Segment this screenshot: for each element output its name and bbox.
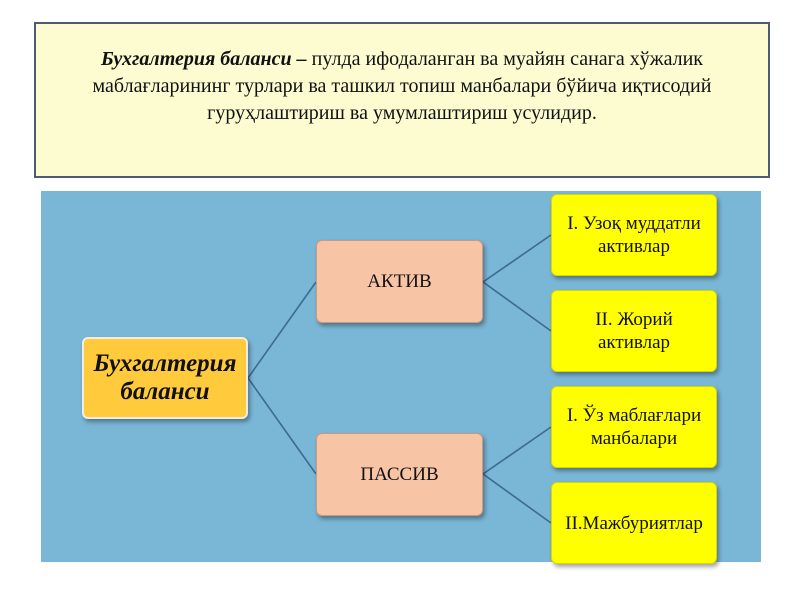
node-long-term-assets-line2: активлар xyxy=(597,236,670,257)
node-current-assets-line2: активлар xyxy=(597,332,671,353)
node-balance-sheet: Бухгалтерия баланси xyxy=(82,337,248,419)
connector-passiv-leaf4 xyxy=(482,473,552,524)
node-long-term-assets-line1: I. Узоқ муддатли xyxy=(567,213,701,234)
node-passiv-label: ПАССИВ xyxy=(360,463,439,485)
node-balance-sheet-line1: Бухгалтерия xyxy=(93,350,237,377)
node-balance-sheet-line2: баланси xyxy=(120,378,210,405)
node-aktiv-label: АКТИВ xyxy=(367,270,432,292)
node-passiv: ПАССИВ xyxy=(316,433,483,516)
node-liabilities: II.Мажбуриятлар xyxy=(551,482,717,564)
connector-passiv-leaf3 xyxy=(482,426,552,475)
definition-text: пулда ифодаланган ва муайян санага хўжал… xyxy=(92,48,712,124)
node-liabilities-line1: II.Мажбуриятлар xyxy=(565,512,703,534)
connector-root-passiv xyxy=(247,377,317,475)
definition-box: Бухгалтерия баланси – пулда ифодаланган … xyxy=(34,22,770,178)
node-own-funds-sources-line2: манбалари xyxy=(590,428,678,449)
node-long-term-assets: I. Узоқ муддатли активлар xyxy=(551,194,717,276)
definition-term: Бухгалтерия баланси – xyxy=(100,48,307,70)
node-own-funds-sources-line1: I. Ўз маблағлари xyxy=(566,405,702,426)
connector-aktiv-leaf2 xyxy=(482,281,552,332)
node-current-assets: II. Жорий активлар xyxy=(551,290,717,372)
connector-root-aktiv xyxy=(247,281,317,379)
node-own-funds-sources: I. Ўз маблағлари манбалари xyxy=(551,386,717,468)
node-aktiv: АКТИВ xyxy=(316,240,483,323)
connector-aktiv-leaf1 xyxy=(482,234,552,283)
node-current-assets-line1: II. Жорий xyxy=(595,309,673,330)
